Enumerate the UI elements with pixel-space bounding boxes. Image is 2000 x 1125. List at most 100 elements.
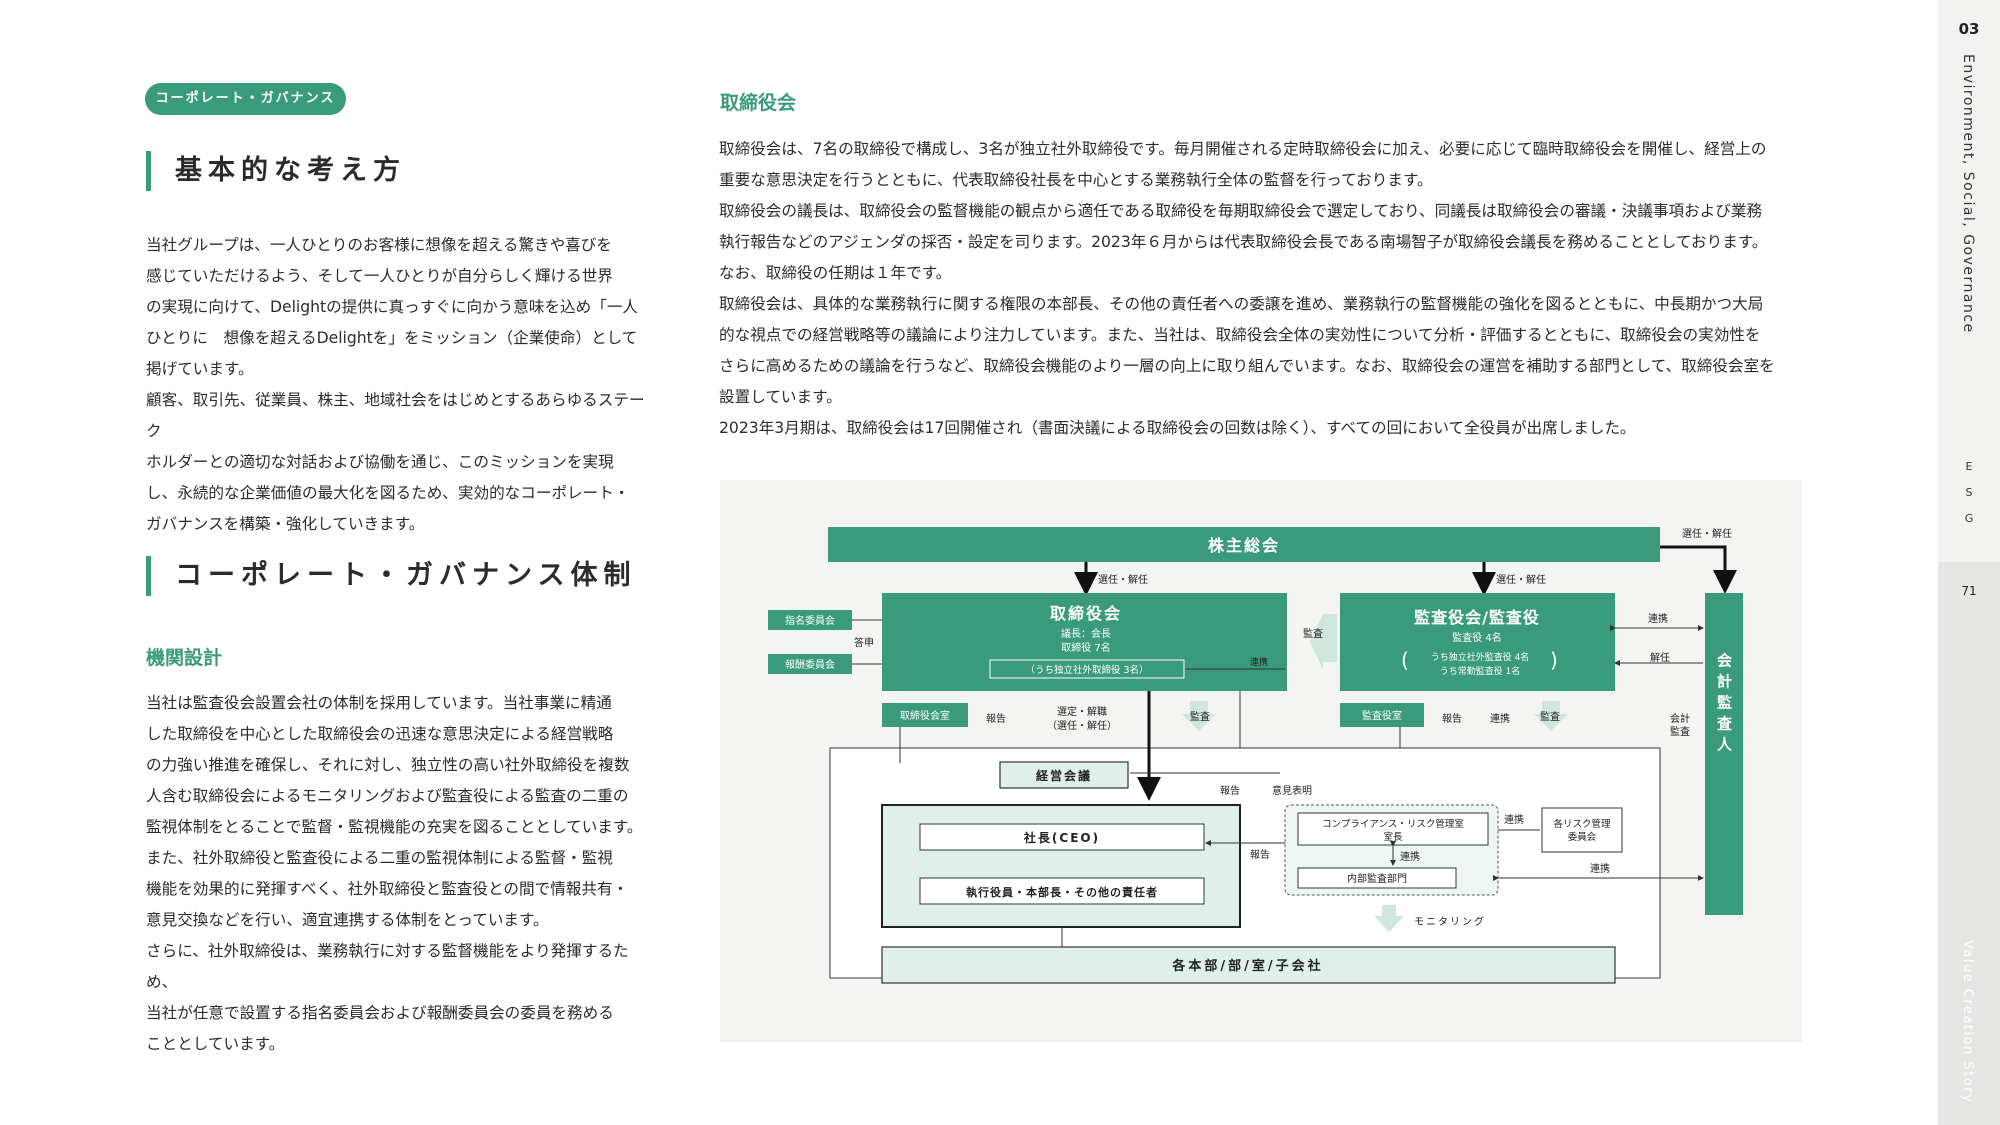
board-office-box [882,703,968,727]
text-line: ガバナンスを構築・強化していきます。 [146,515,425,533]
subheading-board: 取締役会 [720,92,797,114]
label-houkoku: 報告 [1442,712,1462,725]
text-line: の実現に向けて、Delightの提供に真っすぐに向かう意味を込め「一人 [146,298,639,316]
text-line: 感じていただけるよう、そして一人ひとりが自分らしく輝ける世界 [146,267,613,285]
nomination-box [768,610,852,630]
text-line: なお、取締役の任期は１年です。 [719,264,952,282]
basic-policy-text: 当社グループは、一人ひとりのお客様に想像を超える驚きや喜びを 感じていただけるよ… [146,230,656,540]
bottom-nav-title[interactable]: Value Creation Story [1960,940,1975,1104]
label-sennin: 選任・解任 [1682,527,1732,540]
organization-text: 当社は監査役会設置会社の体制を採用しています。当社事業に精通 した取締役を中心と… [146,688,656,1060]
page-number: 71 [1961,584,1977,598]
nomination-label: 指名委員会 [785,614,835,627]
audit-standing: うち常勤監査役 1名 [1440,665,1521,677]
label-renkei: 連携 [1648,612,1668,625]
ceo-box [919,823,1205,851]
text-line: 執行報告などのアジェンダの採否・設定を司ります。2023年６月からは代表取締役会… [719,233,1768,251]
text-line: 監視体制をとることで監督・監視機能の充実を図ることとしています。 [146,818,643,836]
text-line: した取締役を中心とした取締役会の迅速な意思決定による経営戦略 [146,725,614,743]
label-renkei: 連携 [1590,862,1610,875]
audit-box [1340,593,1615,691]
label-sennin: 選任・解任 [1496,573,1546,586]
label-sennin: 選任・解任 [1098,573,1148,586]
text-line: 人含む取締役会によるモニタリングおよび監査役による監査の二重の [146,787,629,805]
text-line: また、社外取締役と監査役による二重の監視体制による監督・監視 [146,849,613,867]
audit-office-label: 監査役室 [1362,709,1402,722]
audit-office-box [1340,703,1424,727]
esg-e[interactable]: E [1965,460,1973,473]
board-members: 取締役 7名 [1061,641,1111,654]
text-line: 設置しています。 [719,388,842,406]
text-line: 的な視点での経営戦略等の議論により注力しています。また、当社は、取締役会全体の実… [719,326,1761,344]
label-kaikei2: 監査 [1670,725,1690,738]
officers-label: 執行役員・本部長・その他の責任者 [966,885,1158,899]
text-line: の力強い推進を確保し、それに対し、独立性の高い社外取締役を複数 [146,756,630,774]
esg-nav: E S G [1938,454,2000,532]
officers-box [919,877,1205,905]
label-houkoku: 報告 [986,712,1006,725]
risk-committee-label: 各リスク管理委員会 [1553,818,1611,843]
svg-text:): ) [1550,648,1558,672]
esg-s[interactable]: S [1965,486,1973,499]
label-kansa: 監査 [1190,710,1210,723]
text-line: 当社が任意で設置する指名委員会および報酬委員会の委員を務める [146,1004,614,1022]
text-line: 取締役会は、7名の取締役で構成し、3名が独立社外取締役です。毎月開催される定時取… [719,140,1767,158]
sidebar-top [1938,0,2000,562]
text-line: こととしています。 [146,1035,285,1053]
label-houkoku: 報告 [1220,784,1240,797]
governance-diagram: 株主総会 選任・解任 選任・解任 選任・解任 取締役会 議長：会長 取締役 7名… [720,480,1802,1042]
mgmt-meeting-box [999,761,1129,789]
compliance-label2: 室長 [1383,831,1403,843]
remuneration-box [768,654,852,674]
label-renkei: 連携 [1400,850,1420,863]
ceo-label: 社長(CEO) [1023,830,1100,845]
text-line: 掲げています。 [146,360,254,378]
external-auditor-box [1705,593,1743,915]
audit-members: 監査役 4名 [1452,631,1502,644]
risk-committee-box [1541,807,1623,853]
label-renkei: 連携 [1504,813,1524,826]
shareholders-label: 株主総会 [1208,536,1280,555]
board-text: 取締役会は、7名の取締役で構成し、3名が独立社外取締役です。毎月開催される定時取… [719,134,1809,444]
text-line: ひとりに 想像を超えるDelightを」をミッション（企業使命）として [146,329,638,347]
text-line: 2023年3月期は、取締役会は17回開催され（書面決議による取締役会の回数は除く… [719,419,1636,437]
board-box [882,593,1287,691]
audit-outside: うち独立社外監査役 4名 [1431,651,1530,663]
section-title[interactable]: Environment, Social, Governance [1960,54,1976,334]
internal-audit-label: 内部監査部門 [1347,872,1407,885]
text-line: 当社グループは、一人ひとりのお客様に想像を超える驚きや喜びを [146,236,612,254]
label-houkoku: 報告 [1250,848,1270,861]
label-kainin: 解任 [1650,651,1670,664]
text-line: 当社は監査役会設置会社の体制を採用しています。当社事業に精通 [146,694,612,712]
svg-text:(: ( [1401,648,1409,672]
text-line: 取締役会は、具体的な業務執行に関する権限の本部長、その他の責任者への委譲を進め、… [719,295,1764,313]
heading-governance-structure: コーポレート・ガバナンス体制 [146,556,636,596]
text-line: 機能を効果的に発揮すべく、社外取締役と監査役との間で情報共有・ [146,880,629,898]
heading-basic-policy: 基本的な考え方 [146,151,406,191]
divisions-label: 各本部/部/室/子会社 [1171,958,1323,974]
label-renkei: 連携 [1250,656,1268,668]
divisions-box [881,946,1616,984]
board-office-label: 取締役会室 [900,709,950,722]
label-kaikei: 会計 [1670,712,1690,725]
label-toushin: 答申 [854,636,874,649]
label-renkei: 連携 [1490,712,1510,725]
remuneration-label: 報酬委員会 [785,658,835,671]
subheading-organization: 機関設計 [146,647,223,669]
label-kansa: 監査 [1540,710,1560,723]
label-sentei2: （選任・解任） [1047,719,1117,732]
label-iken: 意見表明 [1272,784,1312,797]
text-line: し、永続的な企業価値の最大化を図るため、実効的なコーポレート・ [146,484,630,502]
text-line: 意見交換などを行い、適宜連携する体制をとっています。 [146,911,549,929]
text-line: 取締役会の議長は、取締役会の監督機能の観点から適任である取締役を毎期取締役会で選… [719,202,1763,220]
label-kansa: 監査 [1303,627,1323,640]
text-line: 重要な意思決定を行うとともに、代表取締役社長を中心とする業務執行全体の監督を行っ… [719,171,1433,189]
board-chair: 議長：会長 [1061,627,1111,640]
internal-audit-box [1297,867,1457,889]
external-auditor-label: 会計監査人 [1715,652,1733,758]
section-tag: コーポレート・ガバナンス [145,83,346,115]
label-sentei: 選定・解職 [1057,705,1107,718]
label-monitoring: モニタリング [1414,915,1486,928]
compliance-label: コンプライアンス・リスク管理室 [1322,818,1464,830]
esg-g[interactable]: G [1964,512,1974,525]
